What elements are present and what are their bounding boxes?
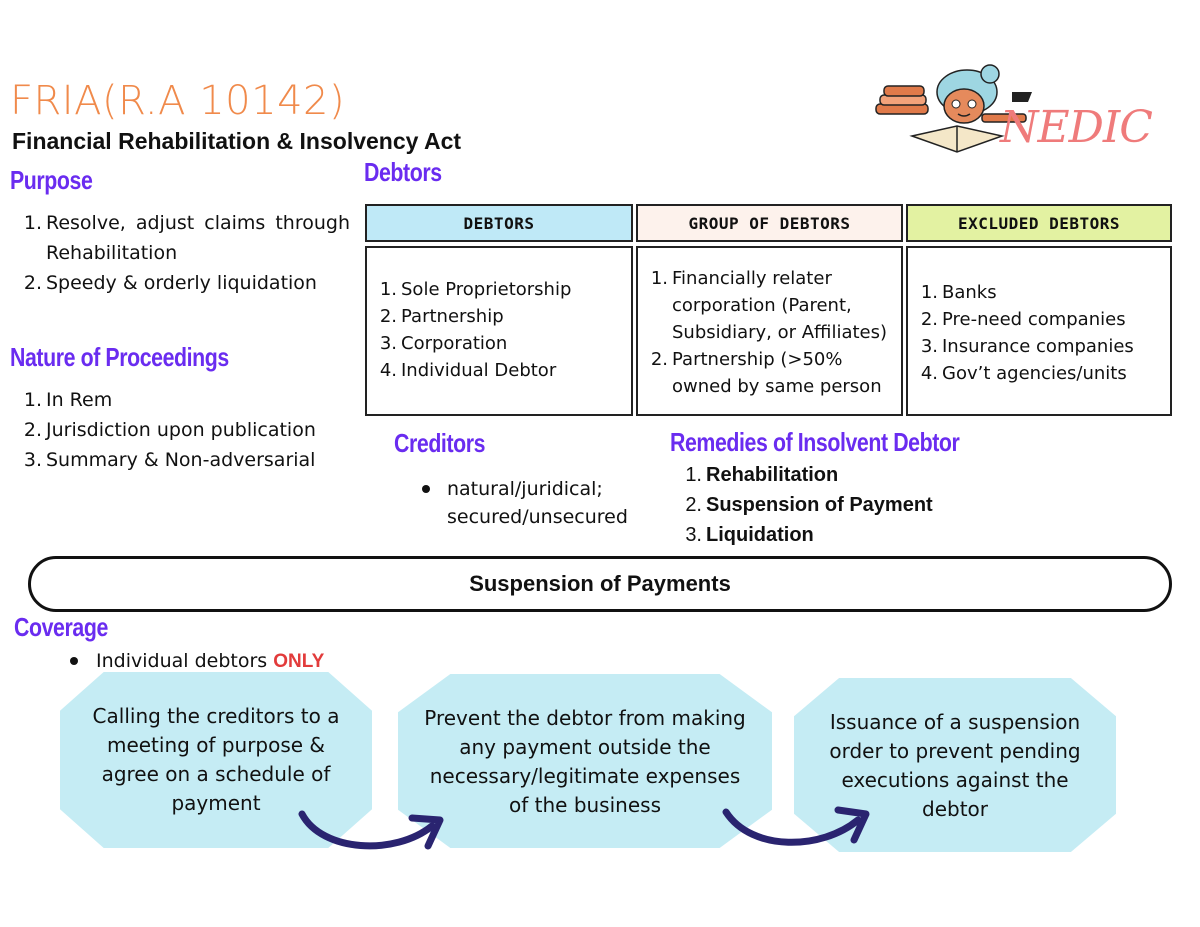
- purpose-heading: Purpose: [10, 165, 93, 195]
- group-of-debtors-column-header: GROUP OF DEBTORS: [636, 204, 903, 242]
- page-subtitle: Financial Rehabilitation & Insolvency Ac…: [12, 128, 462, 154]
- step-prevent-payment: Prevent the debtor from making any payme…: [398, 674, 772, 848]
- creditors-heading: Creditors: [394, 428, 486, 458]
- page-title: FRIA(R.A 10142): [10, 78, 346, 124]
- list-item: 1.Banks: [920, 282, 997, 303]
- remedies-list: 1.Rehabilitation 2.Suspension of Payment…: [680, 460, 1010, 550]
- list-item: 2.Speedy & orderly liquidation: [23, 272, 317, 294]
- logo-text: NEDIC: [1000, 102, 1153, 153]
- coverage-text: Individual debtors: [96, 650, 268, 672]
- suspension-of-payments-bar: Suspension of Payments: [28, 556, 1172, 612]
- coverage-bullet-item: Individual debtors ONLY: [68, 647, 324, 676]
- list-item: 1.Rehabilitation: [685, 464, 839, 486]
- list-item: 4.Individual Debtor: [379, 360, 557, 381]
- step-text: Issuance of a suspension order to preven…: [829, 710, 1081, 821]
- list-item: 1.Resolve, adjust claims through Rehabil…: [23, 212, 350, 264]
- debtors-heading: Debtors: [364, 157, 442, 187]
- list-item: 1.Sole Proprietorship: [379, 279, 572, 300]
- coverage-heading: Coverage: [14, 612, 108, 642]
- list-item: 1.Financially relater corporation (Paren…: [650, 268, 888, 343]
- debtors-column-body: 1.Sole Proprietorship 2.Partnership 3.Co…: [365, 246, 633, 416]
- nedic-logo: NEDIC: [872, 62, 1162, 162]
- list-item: 2.Partnership: [379, 306, 504, 327]
- group-of-debtors-column-body: 1.Financially relater corporation (Paren…: [636, 246, 903, 416]
- list-item: 3.Insurance companies: [920, 336, 1134, 357]
- creditors-text: natural/juridical; secured/unsecured: [447, 478, 628, 528]
- creditors-bullet-item: natural/juridical; secured/unsecured: [420, 475, 670, 531]
- list-item: 2.Partnership (>50% owned by same person: [650, 349, 882, 397]
- list-item: 3.Liquidation: [685, 524, 814, 546]
- list-item: 2.Suspension of Payment: [685, 494, 933, 516]
- list-item: 4.Gov’t agencies/units: [920, 363, 1127, 384]
- step-calling-creditors: Calling the creditors to a meeting of pu…: [60, 672, 372, 848]
- list-item: 2.Jurisdiction upon publication: [23, 419, 316, 441]
- excluded-debtors-column-header: EXCLUDED DEBTORS: [906, 204, 1172, 242]
- nature-list: 1.In Rem 2.Jurisdiction upon publication…: [20, 385, 380, 475]
- list-item: 3.Summary & Non-adversarial: [23, 449, 316, 471]
- debtors-column-header: DEBTORS: [365, 204, 633, 242]
- coverage-emphasis: ONLY: [273, 651, 325, 672]
- remedies-heading: Remedies of Insolvent Debtor: [670, 427, 960, 457]
- list-item: 2.Pre-need companies: [920, 309, 1126, 330]
- step-suspension-order: Issuance of a suspension order to preven…: [794, 678, 1116, 852]
- bullet-icon: [422, 485, 430, 493]
- step-text: Prevent the debtor from making any payme…: [424, 706, 746, 817]
- purpose-list: 1.Resolve, adjust claims through Rehabil…: [20, 208, 350, 298]
- list-item: 1.In Rem: [23, 389, 113, 411]
- excluded-debtors-column-body: 1.Banks 2.Pre-need companies 3.Insurance…: [906, 246, 1172, 416]
- nature-heading: Nature of Proceedings: [10, 342, 229, 372]
- bullet-icon: [70, 657, 78, 665]
- reading-character-icon: [875, 64, 1032, 153]
- list-item: 3.Corporation: [379, 333, 508, 354]
- step-text: Calling the creditors to a meeting of pu…: [92, 704, 340, 815]
